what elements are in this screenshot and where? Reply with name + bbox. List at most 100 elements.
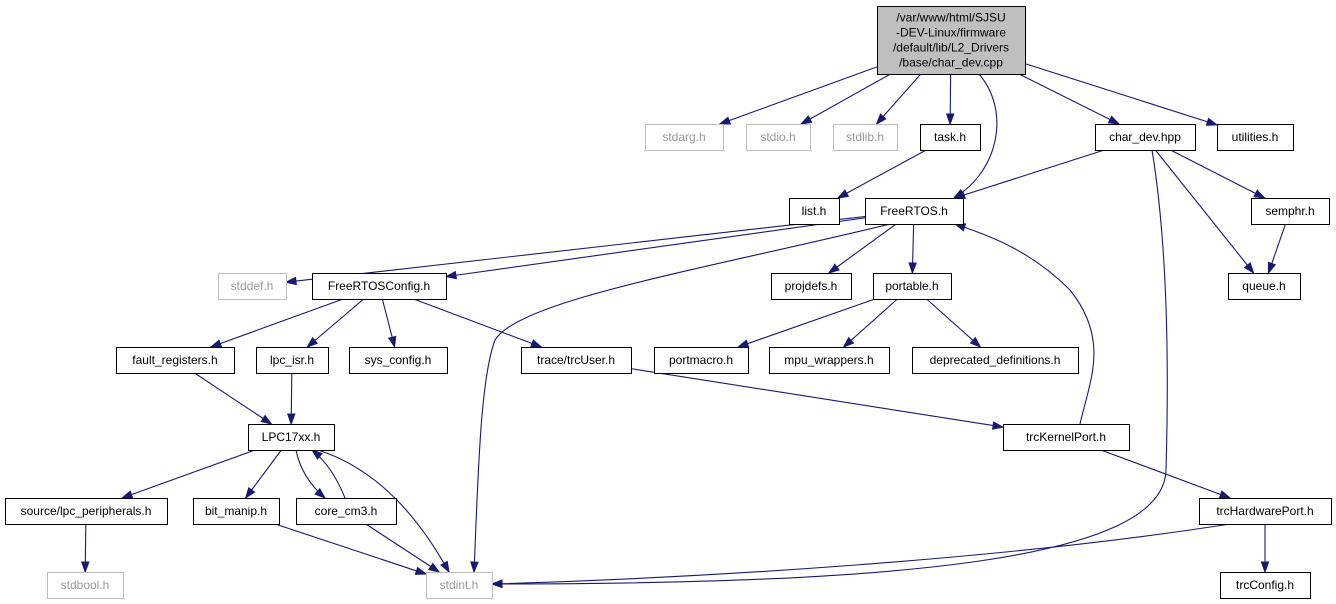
node-mpu-wrappers[interactable]: mpu_wrappers.h (769, 347, 890, 374)
node-stdint[interactable]: stdint.h (426, 572, 493, 599)
edge-line (954, 223, 1095, 425)
node-trckernelport[interactable]: trcKernelPort.h (1003, 424, 1130, 451)
edge-arrowhead (1205, 117, 1219, 126)
edge-line (1154, 149, 1255, 274)
node-lpc-peripherals[interactable]: source/lpc_peripherals.h (5, 498, 168, 525)
node-core-cm3[interactable]: core_cm3.h (296, 498, 397, 525)
edge-arrowhead (244, 487, 256, 500)
edge-line (926, 298, 981, 348)
edge-portable-to-portmacro (736, 298, 876, 348)
edge-lpc17xx-to-lpc_peripherals (120, 449, 256, 499)
edge-line (837, 149, 927, 199)
edge-arrowhead (440, 560, 450, 574)
node-stdio[interactable]: stdio.h (746, 124, 811, 151)
node-box (349, 347, 448, 374)
edge-arrowhead (969, 336, 982, 348)
node-stddef[interactable]: stddef.h (218, 273, 287, 300)
edge-arrowhead (444, 270, 457, 280)
node-freertos[interactable]: FreeRTOS.h (865, 198, 964, 225)
edge-line (1018, 73, 1120, 125)
edge-core_cm3-to-stdint (365, 523, 441, 573)
edge-semphr-to-queue (1267, 223, 1287, 275)
node-freertosconfig[interactable]: FreeRTOSConfig.h (312, 273, 447, 300)
node-label: FreeRTOSConfig.h (328, 279, 430, 293)
node-label: lpc_isr.h (270, 353, 314, 367)
edge-bit_manip-to-stdint (275, 523, 428, 575)
node-label: char_dev.hpp (1109, 130, 1181, 144)
node-projdefs[interactable]: projdefs.h (771, 273, 852, 300)
edge-lpc_peripherals-to-stdbool (81, 523, 90, 574)
node-label: portmacro.h (669, 353, 733, 367)
edge-freertosconfig-to-fault_registers (209, 298, 344, 348)
edge-arrowhead (470, 561, 479, 574)
node-trchardwareport[interactable]: trcHardwarePort.h (1199, 498, 1332, 525)
node-box (193, 498, 280, 525)
edge-portable-to-mpu_wrappers (842, 298, 898, 348)
edge-line (630, 368, 1004, 428)
edge-line (1024, 63, 1218, 126)
edge-line (719, 66, 878, 125)
edge-root-to-stdarg (718, 66, 878, 125)
edge-arrowhead (1267, 261, 1277, 275)
edge-arrowhead (260, 414, 273, 425)
node-box (865, 198, 964, 225)
node-stdbool[interactable]: stdbool.h (47, 572, 124, 599)
node-box (218, 273, 287, 300)
node-bit-manip[interactable]: bit_manip.h (193, 498, 280, 525)
node-list[interactable]: list.h (789, 198, 840, 225)
node-task[interactable]: task.h (920, 124, 981, 151)
node-box (873, 273, 952, 300)
edge-lpc_isr-to-lpc17xx (286, 372, 296, 426)
node-trcuser[interactable]: trace/trcUser.h (521, 347, 632, 374)
edge-freertos-to-portable (908, 223, 917, 275)
node-sys-config[interactable]: sys_config.h (349, 347, 448, 374)
edge-arrowhead (1107, 115, 1121, 125)
edge-line (194, 372, 272, 425)
edge-arrowhead (836, 189, 850, 199)
edge-line (800, 73, 891, 125)
edge-arrowhead (1253, 189, 1266, 199)
edge-arrowhead (120, 490, 134, 499)
edge-line (285, 216, 866, 283)
edge-line (1170, 149, 1265, 199)
node-utilities[interactable]: utilities.h (1217, 124, 1294, 151)
edge-trchardwareport-to-trcconfig (1260, 524, 1270, 574)
edge-fault_registers-to-lpc17xx (194, 372, 273, 425)
node-label: trace/trcUser.h (537, 353, 615, 367)
node-portmacro[interactable]: portmacro.h (654, 347, 749, 374)
edge-freertosconfig-to-trcuser (413, 298, 543, 348)
node-queue[interactable]: queue.h (1228, 273, 1301, 300)
node-label: bit_manip.h (205, 504, 267, 518)
node-box (877, 6, 1026, 75)
edge-arrowhead (1260, 561, 1270, 574)
node-stdarg[interactable]: stdarg.h (645, 124, 724, 151)
node-fault-registers[interactable]: fault_registers.h (116, 347, 235, 374)
node-label: stdlib.h (846, 130, 884, 144)
node-box (1220, 572, 1311, 599)
node-lpc17xx[interactable]: LPC17xx.h (248, 424, 335, 451)
edge-arrowhead (490, 579, 503, 589)
node-label: queue.h (1242, 279, 1285, 293)
edge-arrowhead (414, 566, 428, 575)
node-chardev-hpp[interactable]: char_dev.hpp (1095, 124, 1196, 151)
node-box (920, 124, 981, 151)
edge-arrowhead (991, 421, 1005, 430)
node-portable[interactable]: portable.h (873, 273, 952, 300)
node-stdlib[interactable]: stdlib.h (833, 124, 898, 151)
edge-freertosconfig-to-lpc_isr (306, 298, 365, 348)
node-deprecated[interactable]: deprecated_definitions.h (912, 347, 1079, 374)
node-trcconfig[interactable]: trcConfig.h (1220, 572, 1311, 599)
node-label: trcHardwarePort.h (1216, 504, 1313, 518)
node-lpc-isr[interactable]: lpc_isr.h (256, 347, 329, 374)
edge-arrowhead (81, 561, 90, 574)
edge-arrowhead (310, 449, 323, 460)
node-box (833, 124, 898, 151)
node-semphr[interactable]: semphr.h (1251, 198, 1330, 225)
edge-chardev_hpp-to-semphr (1170, 149, 1266, 199)
node-label: portable.h (885, 279, 938, 293)
node-box (248, 424, 335, 451)
edge-arrowhead (286, 413, 296, 426)
node-box (312, 273, 447, 300)
node-label: sys_config.h (365, 353, 432, 367)
node-root[interactable]: /var/www/html/SJSU-DEV-Linux/firmware/de… (877, 6, 1026, 75)
